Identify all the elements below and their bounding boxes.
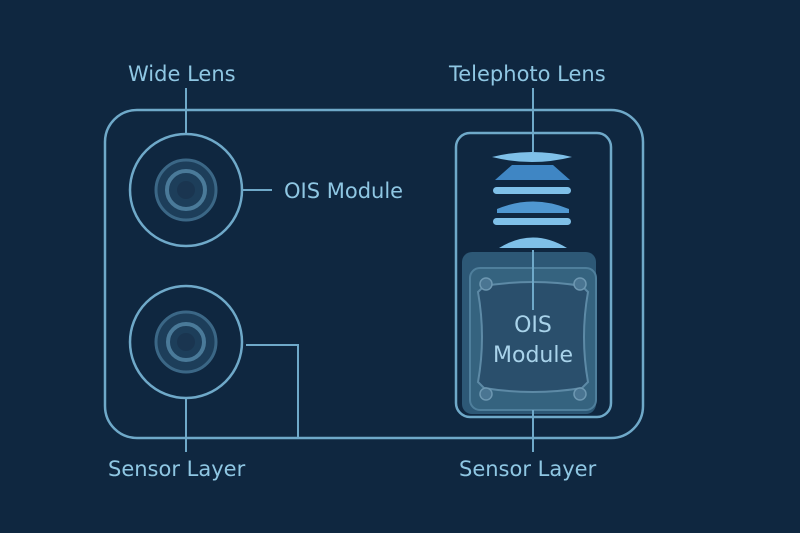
lower-lens-connector [246, 344, 299, 438]
wide-lens-label: Wide Lens [128, 62, 236, 86]
lower-lens [128, 284, 244, 400]
telephoto-lens-stack [492, 152, 572, 248]
wide-lens [128, 132, 244, 248]
ois-module-block [462, 252, 597, 414]
ois-center-line1: OIS [514, 313, 552, 338]
camera-housing [103, 108, 645, 440]
telephoto-lens-label: Telephoto Lens [449, 62, 606, 86]
sensor-layer-right-label: Sensor Layer [459, 457, 597, 481]
ois-module-center-label: OIS Module [473, 311, 593, 371]
ois-center-line2: Module [493, 343, 573, 368]
sensor-layer-left-label: Sensor Layer [108, 457, 246, 481]
ois-module-label: OIS Module [284, 179, 404, 203]
